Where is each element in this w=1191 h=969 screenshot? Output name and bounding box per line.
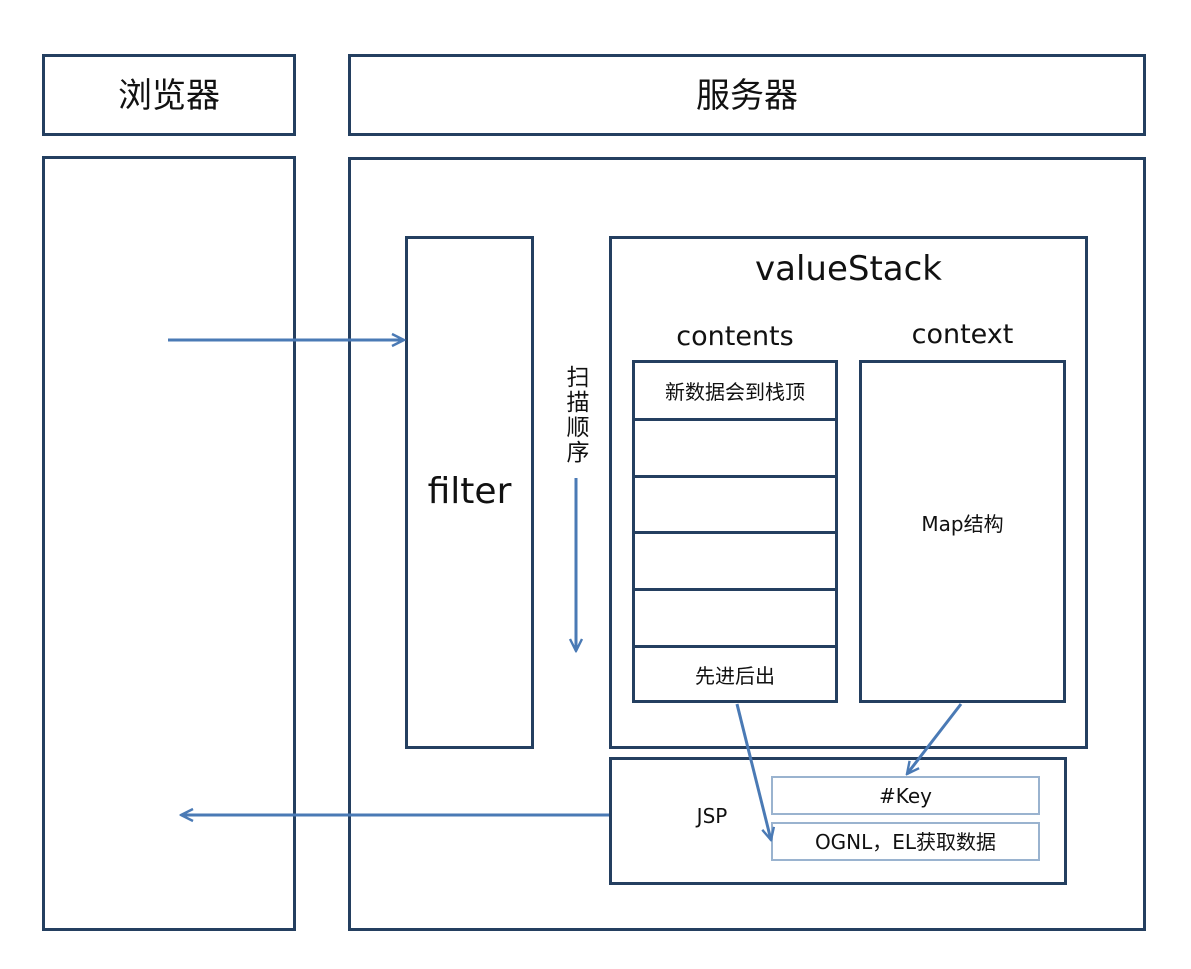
contents-cell-text: 新数据会到栈顶 [665,380,805,404]
contents-cell-top: 新数据会到栈顶 [632,360,838,421]
ognl-text: OGNL，EL获取数据 [814,830,997,854]
key-text: #Key [878,784,933,808]
contents-cell-bottom: 先进后出 [632,645,838,703]
contents-cell [632,475,838,534]
browser-header-box [42,54,296,136]
key-box [771,776,1040,815]
contents-cell [632,588,838,648]
contents-cell [632,531,838,591]
value-stack-title: valueStack [755,249,942,289]
filter-box [405,236,534,749]
context-body-text: Map结构 [921,512,1004,536]
context-label: context [911,319,1014,350]
contents-label: contents [676,321,794,352]
scan-order-label: 扫描顺序 [566,365,590,466]
server-title: 服务器 [696,76,798,116]
context-box [859,360,1066,703]
browser-title: 浏览器 [118,76,220,116]
contents-cell [632,418,838,478]
server-header-box [348,54,1146,136]
jsp-label: JSP [696,804,728,828]
browser-body-box [42,156,296,931]
contents-cell-text: 先进后出 [695,663,775,688]
filter-label: filter [427,471,512,512]
